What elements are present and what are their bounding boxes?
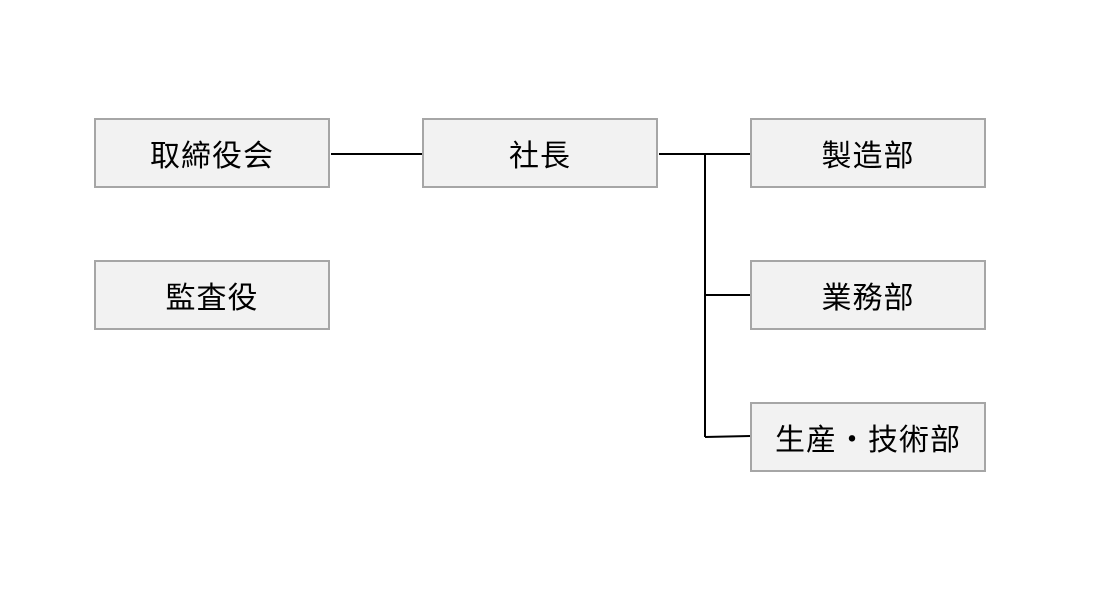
- node-business-dept-label: 業務部: [821, 281, 915, 316]
- connector-to-production: [704, 435, 751, 438]
- node-business-dept: 業務部: [750, 260, 986, 330]
- node-board-of-directors-label: 取締役会: [150, 139, 274, 174]
- node-auditor: 監査役: [94, 260, 330, 330]
- node-manufacturing-dept-label: 製造部: [821, 139, 915, 174]
- node-auditor-label: 監査役: [165, 281, 259, 316]
- node-president: 社長: [422, 118, 658, 188]
- node-board-of-directors: 取締役会: [94, 118, 330, 188]
- node-production-tech-dept-label: 生産・技術部: [775, 423, 961, 458]
- node-production-tech-dept: 生産・技術部: [750, 402, 986, 472]
- node-president-label: 社長: [509, 139, 571, 174]
- node-manufacturing-dept: 製造部: [750, 118, 986, 188]
